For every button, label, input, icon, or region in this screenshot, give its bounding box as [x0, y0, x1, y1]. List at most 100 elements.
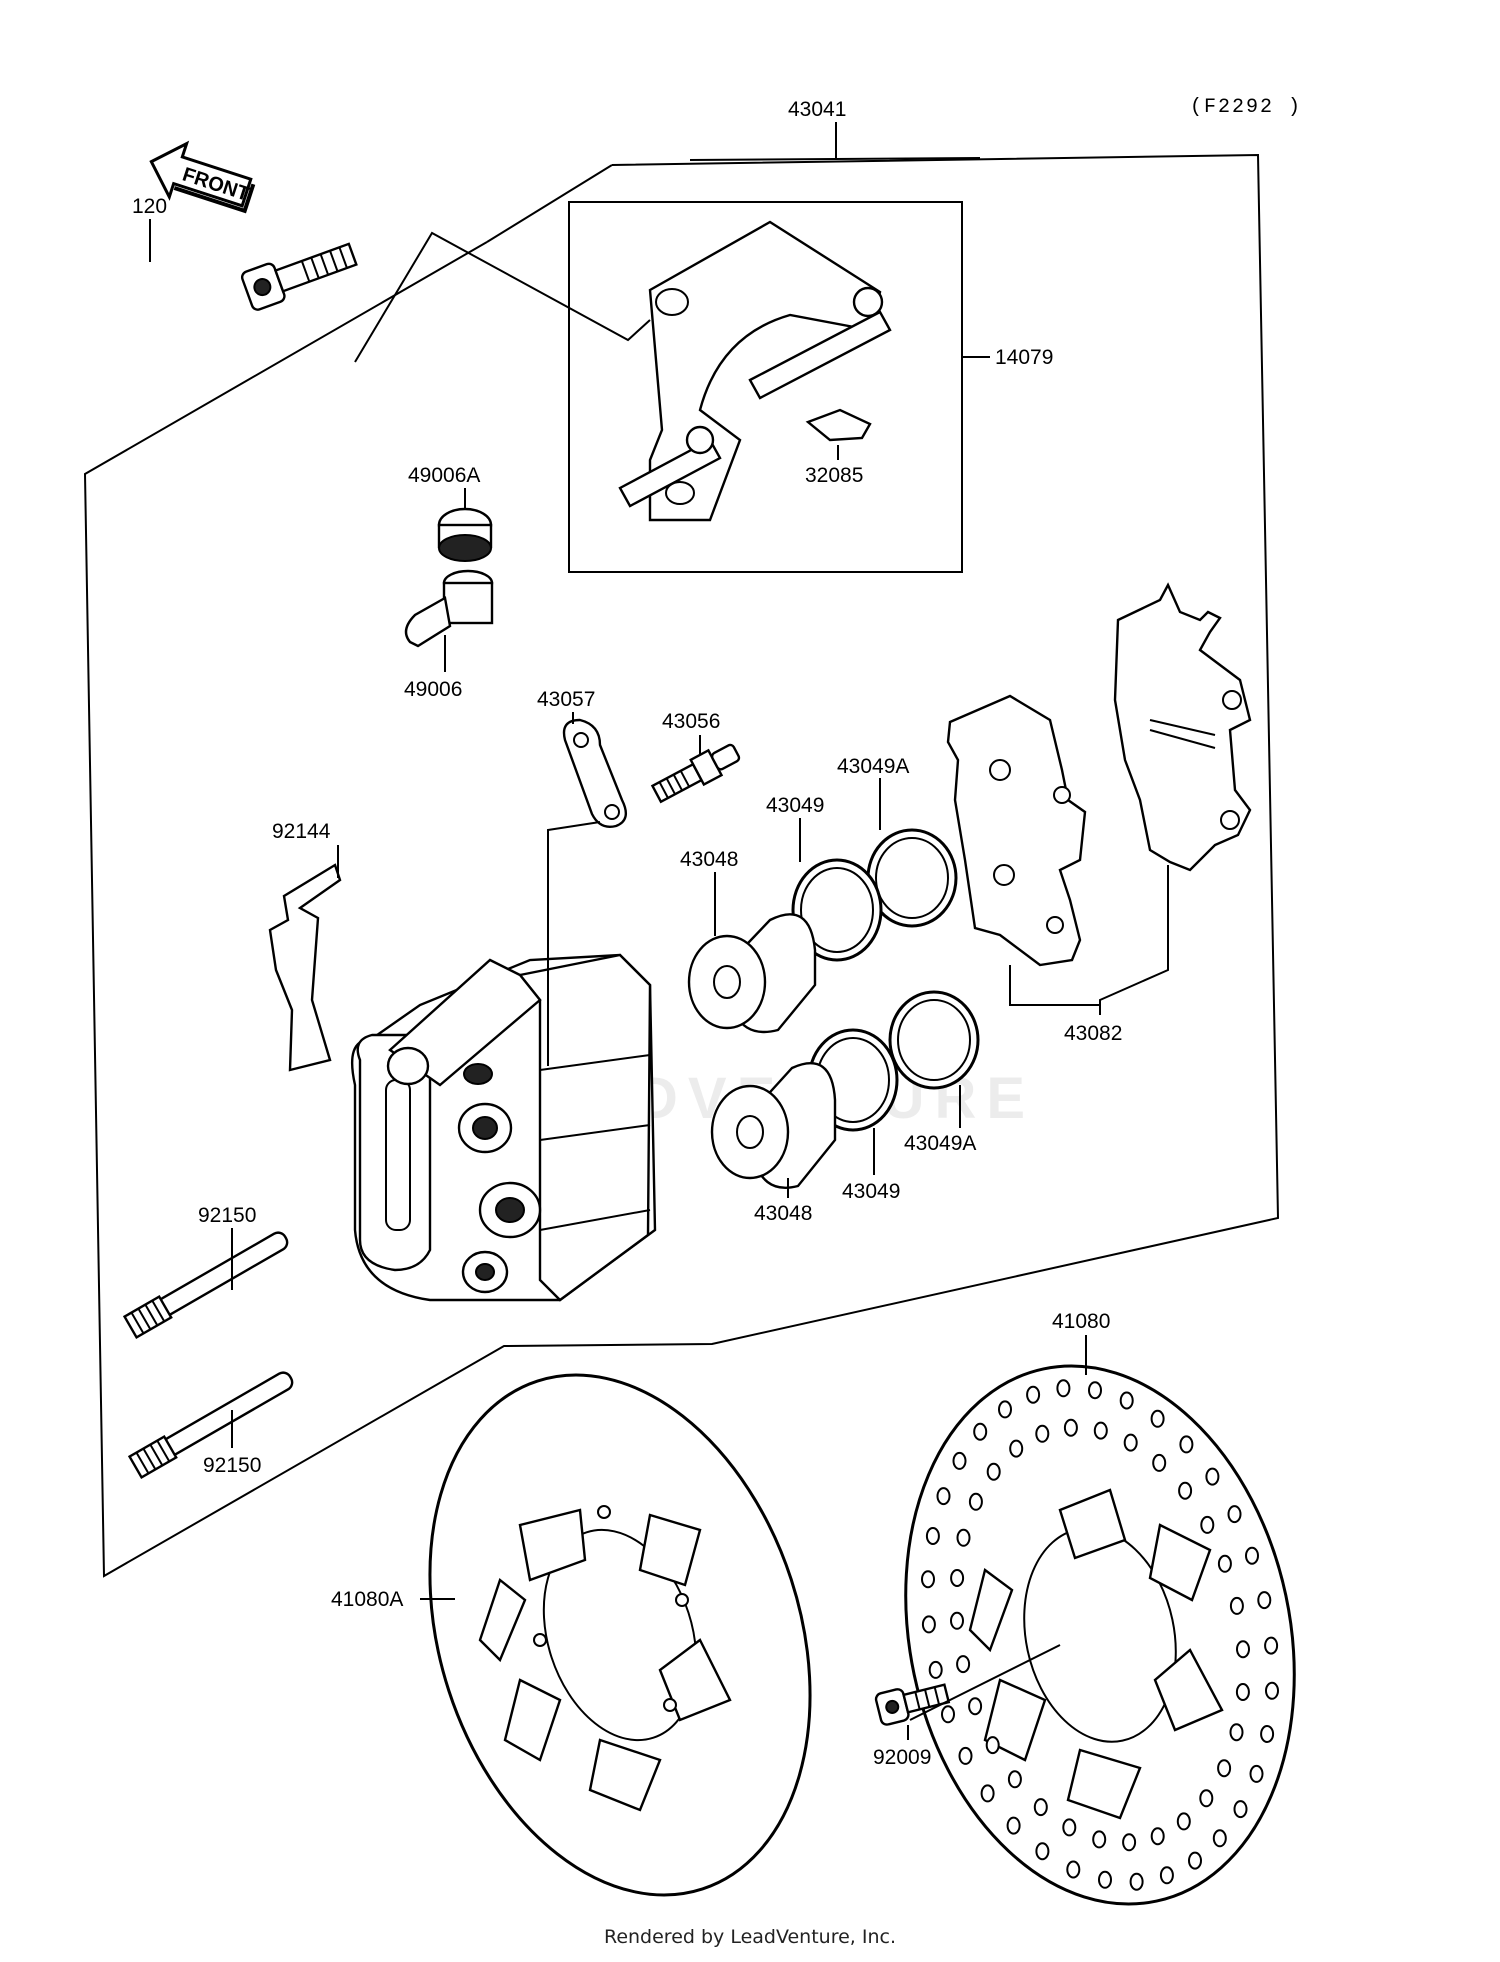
drill-hole [950, 1611, 964, 1630]
brake-pad-front [946, 694, 1087, 967]
drill-hole [1265, 1681, 1279, 1700]
drill-hole [941, 1705, 955, 1724]
label-49006A: 49006A [408, 464, 480, 487]
drill-hole [1129, 1872, 1144, 1891]
drill-hole [1088, 1381, 1102, 1400]
drill-hole [1092, 1830, 1107, 1849]
drill-hole [1188, 1851, 1202, 1870]
drill-hole [1093, 1421, 1108, 1440]
drill-hole [1159, 1866, 1174, 1885]
drill-hole [1026, 1385, 1041, 1404]
drill-hole [928, 1660, 943, 1679]
pad-spring-clip [805, 408, 872, 442]
label-49006: 49006 [404, 678, 462, 701]
drill-hole [1119, 1391, 1134, 1410]
caliper-body [350, 953, 657, 1302]
drill-hole [921, 1570, 935, 1589]
drill-hole [1257, 1591, 1272, 1610]
brake-disc-solid [428, 1373, 812, 1897]
caliper-pin-top [122, 1231, 289, 1340]
drill-hole [1035, 1424, 1050, 1443]
drill-hole [1150, 1827, 1165, 1846]
drill-hole [956, 1655, 971, 1674]
bleeder-valve [404, 569, 494, 648]
assembly-outline [83, 122, 1280, 1578]
label-43048-bottom: 43048 [754, 1202, 812, 1225]
brake-disc-drilled [904, 1364, 1296, 1906]
drill-hole [1176, 1812, 1191, 1831]
piston-seal-43049-top [791, 858, 883, 962]
drill-hole [1264, 1636, 1279, 1655]
drill-hole [973, 1422, 988, 1441]
label-43049-top: 43049 [766, 794, 824, 817]
drill-hole [985, 1736, 1000, 1755]
front-arrow-icon: FRONT [149, 140, 256, 214]
label-43041: 43041 [788, 98, 846, 121]
drill-hole [921, 1615, 936, 1634]
drill-hole [1035, 1842, 1050, 1861]
label-43049-bottom: 43049 [842, 1180, 900, 1203]
banjo-washer [562, 718, 628, 828]
label-41080: 41080 [1052, 1310, 1110, 1333]
label-43049A-top: 43049A [837, 755, 909, 778]
drill-hole [968, 1492, 983, 1511]
label-92150-bottom: 92150 [203, 1454, 261, 1477]
drill-hole [1217, 1554, 1232, 1573]
drill-hole [980, 1784, 995, 1803]
piston-seal-43049A-bot [888, 990, 980, 1090]
drill-hole [1066, 1860, 1081, 1879]
label-43056: 43056 [662, 710, 720, 733]
pad-spring [268, 863, 342, 1072]
label-120: 120 [132, 195, 167, 218]
drill-hole [958, 1746, 973, 1765]
disc-bolt [874, 1683, 951, 1726]
drill-hole [1249, 1764, 1264, 1783]
bracket-inset-box [568, 201, 963, 573]
drill-hole [936, 1487, 951, 1506]
drill-hole [1122, 1833, 1137, 1852]
figure-code: (F2292 ) [1190, 96, 1302, 119]
drill-hole [1199, 1789, 1214, 1808]
drill-hole [1233, 1800, 1248, 1819]
leader-lines [149, 219, 1169, 1740]
drill-hole [1227, 1505, 1242, 1524]
drill-hole [1009, 1439, 1024, 1458]
drill-hole [986, 1462, 1001, 1481]
label-92150-top: 92150 [198, 1204, 256, 1227]
label-43049A-bottom: 43049A [904, 1132, 976, 1155]
drill-hole [1150, 1409, 1165, 1428]
drill-hole [1212, 1829, 1227, 1848]
brake-pad-rear [1113, 582, 1252, 872]
piston-seal-43049A-top [866, 828, 958, 928]
drill-hole [968, 1697, 983, 1716]
drill-hole [998, 1400, 1012, 1419]
drill-hole [956, 1528, 971, 1547]
label-43082: 43082 [1064, 1022, 1122, 1045]
drill-hole [1062, 1818, 1077, 1837]
drill-hole [1123, 1433, 1138, 1452]
label-43057: 43057 [537, 688, 595, 711]
drill-hole [1235, 1683, 1250, 1701]
drill-hole [1260, 1725, 1275, 1743]
drill-hole [1033, 1798, 1048, 1817]
drill-hole [1178, 1481, 1193, 1500]
drill-hole [1217, 1759, 1232, 1778]
bleeder-screw [650, 743, 741, 804]
label-92144: 92144 [272, 820, 331, 843]
drill-hole [1007, 1770, 1022, 1789]
bleeder-cap [437, 507, 493, 562]
label-43048-top: 43048 [680, 848, 738, 871]
drill-hole [1006, 1816, 1021, 1835]
drill-hole [1098, 1870, 1112, 1889]
drill-hole [1179, 1435, 1194, 1454]
footer-credit: Rendered by LeadVenture, Inc. [603, 1926, 897, 1948]
drill-hole [1229, 1596, 1244, 1615]
drill-hole [1200, 1515, 1215, 1534]
drill-hole [1056, 1379, 1071, 1398]
label-92009: 92009 [873, 1746, 931, 1769]
drill-hole [1245, 1546, 1259, 1565]
piston-bottom [710, 1062, 837, 1189]
label-32085: 32085 [805, 464, 863, 487]
drill-hole [950, 1569, 965, 1587]
